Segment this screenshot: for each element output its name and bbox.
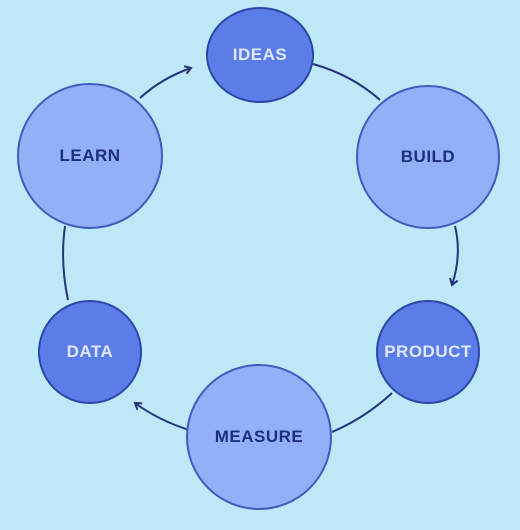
connector-build-to-product-arrow [449, 225, 459, 287]
node-ideas-label: IDEAS [232, 45, 288, 64]
node-learn: LEARN [17, 83, 163, 229]
node-build: BUILD [356, 85, 500, 229]
node-measure: MEASURE [186, 364, 332, 510]
connector-ideas-to-build [312, 63, 381, 101]
connector-product-to-measure [331, 392, 393, 433]
connector-measure-to-data-arrow [133, 401, 190, 431]
node-product-label: PRODUCT [384, 342, 472, 361]
connector-learn-to-ideas-arrow [139, 65, 193, 99]
node-learn-label: LEARN [59, 146, 121, 165]
connector-data-to-learn [62, 225, 69, 301]
node-data-label: DATA [66, 342, 114, 361]
node-measure-label: MEASURE [214, 427, 304, 446]
node-build-label: BUILD [400, 147, 456, 166]
node-product: PRODUCT [376, 300, 480, 404]
node-data: DATA [38, 300, 142, 404]
node-ideas: IDEAS [206, 7, 314, 103]
